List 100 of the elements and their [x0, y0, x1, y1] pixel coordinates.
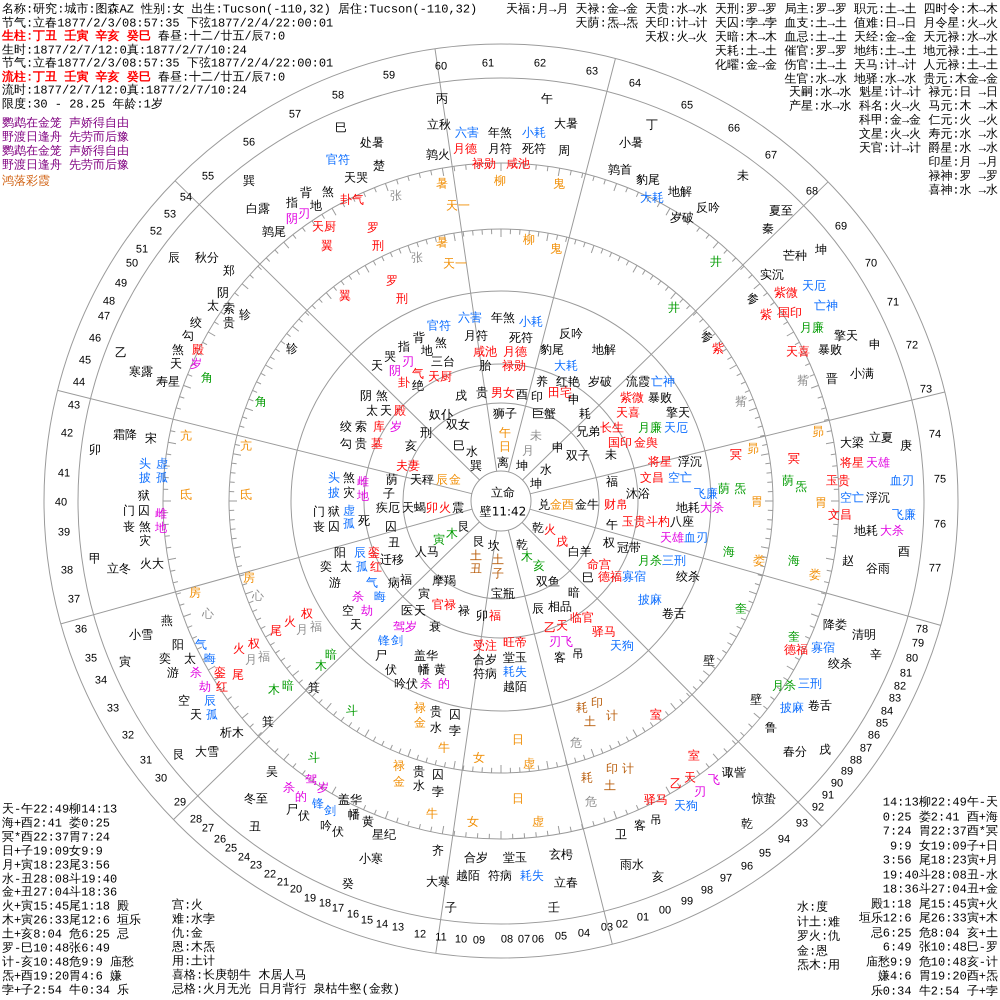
chart-label: 丑	[249, 820, 261, 834]
degree-number: 12	[414, 928, 426, 942]
chart-label: 贵	[476, 386, 488, 400]
chart-label: 亢	[180, 430, 192, 442]
chart-label: 巽	[243, 174, 255, 188]
chart-label: 井	[710, 256, 722, 268]
chart-label: 奎	[735, 602, 747, 616]
chart-label: 觜	[797, 374, 809, 388]
chart-label: 乙	[544, 622, 556, 634]
chart-label: 尾	[270, 624, 282, 638]
chart-label: 疾厄	[376, 502, 400, 514]
degree-number: 53	[164, 208, 176, 222]
chart-label: 权	[603, 536, 615, 550]
chart-label: 地	[357, 490, 369, 502]
chart-label: 箕	[308, 682, 320, 694]
chart-label: 女	[467, 816, 479, 828]
star-table-row: 喜神:水 →水	[928, 184, 998, 198]
degree-number: 67	[764, 150, 778, 162]
chart-label: 的	[438, 678, 450, 690]
chart-label: 死符	[522, 142, 546, 156]
chart-label: 文昌	[828, 508, 852, 522]
chart-label: 太	[207, 300, 219, 312]
chart-label: 吟	[320, 820, 332, 832]
degree-number: 81	[900, 668, 912, 680]
chart-label: 金牛	[575, 498, 599, 512]
chart-label: 天一	[443, 258, 467, 270]
degree-number: 42	[60, 428, 74, 440]
chart-label: 小满	[850, 368, 874, 380]
pattern-text: 仇:金	[172, 928, 204, 940]
chart-label: 鬼	[553, 178, 565, 190]
chart-label: 氐	[240, 488, 252, 502]
chart-label: 披麻	[638, 594, 662, 606]
chart-label: 暑	[436, 236, 448, 250]
chart-label: 月杀	[772, 680, 796, 692]
degree-number: 68	[806, 186, 818, 198]
degree-number: 17	[332, 902, 344, 916]
chart-label: 日	[512, 792, 524, 806]
chart-label: 孤	[206, 708, 218, 722]
chart-label: 虚	[343, 504, 355, 518]
planet-table-row: 19:40斗28:08丑-水	[882, 869, 998, 882]
chart-label: 耗失	[503, 666, 527, 678]
chart-label: 吊	[572, 648, 584, 660]
degree-number: 19	[304, 892, 316, 906]
planet-table-row: 忌6:25 危8:04 亥+土	[870, 927, 998, 940]
chart-label: 张	[390, 190, 402, 202]
star-table-row: 印星:月 →月	[928, 156, 998, 170]
chart-label: 壁	[750, 694, 762, 706]
chart-label: 长生	[600, 422, 624, 434]
degree-number: 25	[224, 842, 238, 856]
chart-label: 箕	[262, 716, 274, 728]
chart-label: 处暑	[360, 136, 384, 150]
chart-label: 虚	[532, 816, 544, 828]
chart-label: 小耗	[519, 316, 543, 328]
chart-label: 刃	[298, 208, 310, 220]
chart-label: 年煞	[491, 312, 515, 324]
chart-label: 游	[329, 576, 341, 590]
chart-label: 丧	[123, 520, 135, 534]
degree-number: 23	[250, 860, 262, 872]
chart-label: 刃	[694, 786, 706, 798]
pattern-text: 水:度	[797, 902, 828, 914]
chart-label: 丑	[388, 536, 400, 550]
chart-label: 柳	[494, 174, 506, 188]
chart-label: 耗	[579, 408, 591, 420]
chart-label: 参	[701, 330, 713, 344]
chart-label: 天喜	[786, 346, 810, 358]
chart-label: 诹訾	[722, 766, 746, 780]
degree-number: 04	[578, 928, 590, 940]
chart-label: 绞杀	[828, 658, 852, 670]
chart-label: 堂玉	[503, 652, 527, 664]
chart-label: 合岁	[464, 852, 488, 864]
chart-label: 奎	[788, 630, 800, 644]
chart-label: 立秋	[427, 118, 451, 132]
chart-label: 盖	[338, 794, 350, 806]
chart-label: 大寒	[426, 876, 450, 888]
chart-label: 血刃	[890, 474, 914, 488]
chart-label: 土	[584, 716, 596, 728]
chart-label: 水	[413, 780, 425, 792]
chart-label: 寿星	[156, 376, 180, 388]
chart-label: 荫	[718, 482, 730, 496]
chart-label: 亢	[240, 440, 252, 452]
chart-label: 岁	[317, 782, 329, 794]
chart-label: 摩羯	[432, 574, 456, 588]
degree-number: 98	[700, 884, 714, 898]
chart-label: 锋	[378, 634, 390, 648]
chart-label: 斗	[308, 752, 320, 764]
pattern-text: 炁木:用	[797, 960, 840, 972]
planet-table-row: 天-午22:49柳14:13	[2, 804, 118, 816]
chart-label: 红	[370, 560, 382, 574]
chart-label: 参	[747, 292, 759, 306]
chart-label: 绝	[412, 380, 424, 392]
chart-label: 狮子	[493, 408, 517, 420]
chart-label: 囚	[432, 768, 444, 782]
chart-label: 木	[315, 660, 327, 672]
chart-label: 娄	[753, 554, 765, 568]
pattern-text: 难:水孛	[172, 914, 216, 926]
chart-label: 胎	[479, 360, 491, 372]
chart-label: 金酉	[550, 498, 574, 512]
chart-label: 牛	[438, 742, 450, 754]
chart-label: 受注	[473, 640, 497, 652]
pattern-text: 恩:木炁	[172, 942, 216, 954]
